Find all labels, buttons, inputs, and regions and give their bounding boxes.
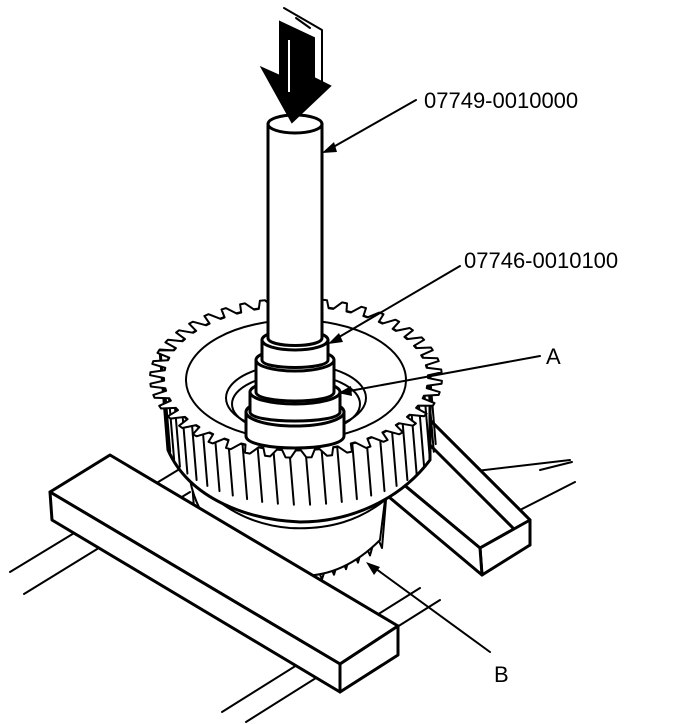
- tool-label-07749: 07749-0010000: [424, 88, 578, 113]
- driver-shaft-07749: [266, 113, 324, 347]
- press-down-arrow-icon: [259, 7, 332, 124]
- part-label-b: B: [494, 662, 509, 687]
- leader-lines: [322, 99, 541, 653]
- tool-label-07746: 07746-0010100: [464, 248, 618, 273]
- left-support-block: [48, 453, 400, 694]
- part-label-a: A: [546, 344, 561, 369]
